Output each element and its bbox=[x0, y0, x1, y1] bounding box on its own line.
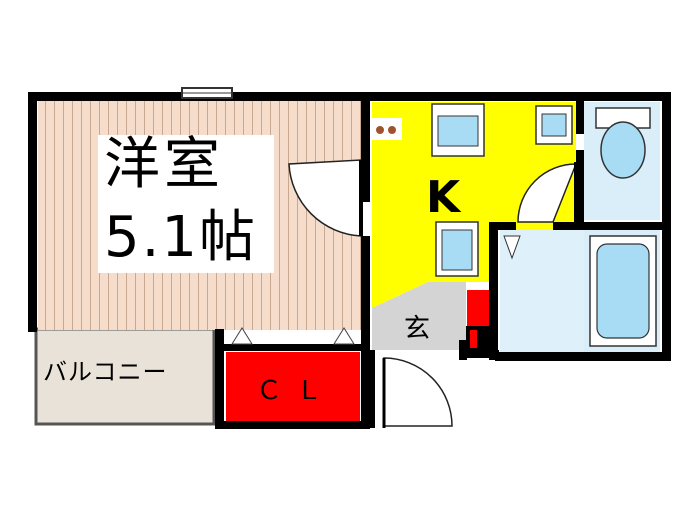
room-label-box bbox=[98, 135, 274, 273]
kitchen-floor bbox=[372, 102, 576, 308]
western-room-size: 5.1帖 bbox=[104, 205, 258, 270]
entrance-door bbox=[382, 357, 453, 428]
balcony-label: バルコニー bbox=[43, 358, 168, 386]
western-room-door bbox=[288, 159, 363, 237]
entrance-floor bbox=[372, 282, 466, 350]
closet bbox=[226, 352, 360, 422]
closet-label: ＣＬ bbox=[256, 376, 337, 406]
closet-doors bbox=[231, 327, 355, 345]
fridge-icon bbox=[431, 103, 485, 157]
washer-icon bbox=[535, 105, 573, 145]
stove-icon bbox=[372, 118, 402, 140]
western-room-name: 洋室 bbox=[104, 132, 224, 197]
basin-icon bbox=[503, 235, 521, 260]
entrance-label: 玄 bbox=[404, 314, 431, 344]
kitchen-label: K bbox=[426, 172, 461, 223]
balcony-area bbox=[34, 327, 216, 426]
shoe-box bbox=[467, 290, 489, 326]
washroom-door bbox=[517, 162, 578, 223]
sink-icon bbox=[435, 221, 479, 277]
toilet-icon bbox=[595, 107, 651, 179]
bathtub-icon bbox=[589, 235, 657, 347]
